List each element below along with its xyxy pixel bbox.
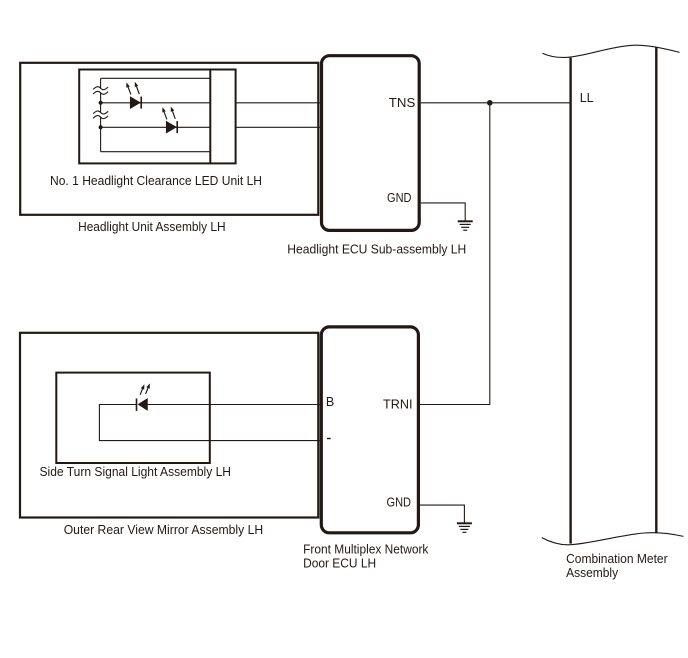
svg-text:Side Turn Signal Light Assembl: Side Turn Signal Light Assembly LH	[40, 464, 232, 479]
svg-text:Headlight ECU Sub-assembly LH: Headlight ECU Sub-assembly LH	[287, 242, 466, 257]
svg-text:Assembly: Assembly	[566, 565, 618, 580]
svg-text:TRNI: TRNI	[383, 397, 413, 411]
svg-text:B: B	[326, 395, 334, 409]
svg-text:Front Multiplex Network: Front Multiplex Network	[303, 541, 429, 556]
svg-text:Door ECU LH: Door ECU LH	[303, 555, 376, 570]
svg-text:GND: GND	[387, 496, 412, 510]
svg-text:Outer Rear View Mirror Assembl: Outer Rear View Mirror Assembly LH	[64, 522, 264, 537]
svg-text:Combination Meter: Combination Meter	[566, 551, 668, 566]
svg-text:LL: LL	[580, 91, 594, 105]
svg-text:No. 1 Headlight Clearance LED: No. 1 Headlight Clearance LED Unit LH	[50, 173, 262, 188]
svg-text:GND: GND	[387, 191, 412, 205]
svg-text:TNS: TNS	[389, 96, 416, 110]
svg-text:Headlight Unit Assembly LH: Headlight Unit Assembly LH	[78, 219, 226, 234]
